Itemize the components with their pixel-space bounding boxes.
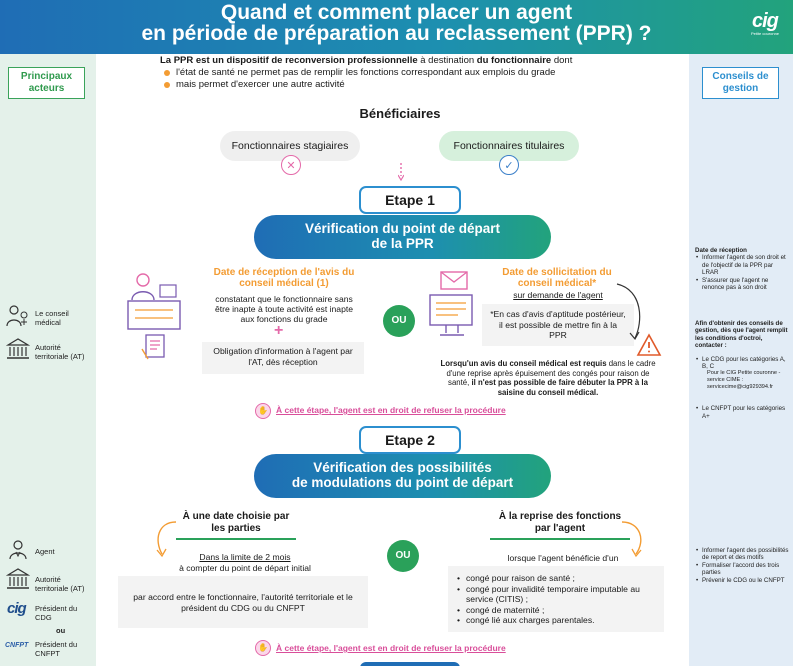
document-icon	[141, 334, 165, 360]
etape1-label: Etape 1	[359, 186, 461, 214]
actor-autorite-territoriale-2: Autorité territoriale (AT)	[35, 575, 85, 593]
cig-logo: cig	[752, 10, 779, 32]
actor-agent: Agent	[35, 547, 55, 556]
doctor-icon	[6, 305, 28, 327]
cig-logo-small: cig	[7, 600, 27, 617]
etape1-warning: Lorsqu'un avis du conseil médical est re…	[440, 359, 656, 397]
list-item: •congé pour invalidité temporaire imputa…	[457, 583, 640, 605]
refuse-icon: ✋	[255, 640, 271, 656]
actor-president-cnfpt: Président du CNFPT	[35, 640, 78, 658]
etape2-left-title: À une date choisie par les parties	[176, 511, 296, 540]
beneficiary-excluded: Fonctionnaires stagiaires	[220, 131, 360, 161]
intro-text: La PPR est un dispositif de reconversion…	[130, 55, 670, 91]
actor-president-cdg: Président du CDG	[35, 604, 78, 622]
list-item: •congé lié aux charges parentales.	[457, 615, 595, 625]
list-item: •congé de maternité ;	[457, 604, 545, 615]
advice-label: Conseils de gestion	[702, 67, 779, 99]
etape1-right-title: Date de sollicitation du conseil médical…	[502, 267, 612, 289]
etape2-refuse-link[interactable]: À cette étape, l'agent est en droit de r…	[276, 643, 506, 653]
etape1-left-title: Date de réception de l'avis du conseil m…	[213, 267, 355, 289]
etape1-ou-badge: OU	[383, 305, 415, 337]
header-banner: Quand et comment placer un agent en péri…	[0, 0, 793, 54]
dotted-arrow	[398, 163, 404, 181]
etape2-left-limit: Dans la limite de 2 mois	[199, 552, 291, 562]
refuse-icon: ✋	[255, 403, 271, 419]
cnfpt-logo: CNFPT	[5, 642, 29, 649]
etape2-right-box: •congé pour raison de santé ; •congé pou…	[448, 566, 664, 632]
etape1-obligation: Obligation d'information à l'agent par l…	[202, 342, 364, 374]
actor-conseil-medical: Le conseil médical	[35, 309, 69, 327]
advice-date-reception: Date de réception Informer l'agent de so…	[695, 247, 789, 291]
agent-icon	[9, 540, 27, 560]
list-item: •congé pour raison de santé ;	[457, 573, 575, 583]
advice-cig-service: Pour le CIG Petite couronne - service CI…	[707, 370, 781, 391]
etape2-right-sub: lorsque l'agent bénéficie d'un	[507, 553, 619, 563]
town-hall-icon	[6, 338, 30, 359]
advice-contact: Afin d'obtenir des conseils de gestion, …	[695, 320, 789, 420]
warning-icon	[636, 333, 662, 356]
etape2-title: Vérification des possibilités de modulat…	[254, 454, 551, 498]
page-title-line1: Quand et comment placer un agent	[220, 1, 573, 24]
etape1-title: Vérification du point de départ de la PP…	[254, 215, 551, 259]
actors-column	[0, 54, 96, 666]
actor-ou: ou	[56, 626, 66, 635]
reception-desk-icon	[127, 273, 181, 330]
left-arc-arrow	[156, 521, 177, 558]
right-arc-arrow	[621, 521, 642, 558]
curved-arrow-icon	[616, 283, 641, 341]
etape2-ou-badge: OU	[387, 540, 419, 572]
actor-autorite-territoriale-1: Autorité territoriale (AT)	[35, 343, 85, 361]
beneficiaires-title: Bénéficiaires	[359, 106, 441, 121]
advice-step2: Informer l'agent des possibilités de rep…	[695, 547, 789, 584]
page-title-line2: en période de préparation au reclassemen…	[141, 22, 652, 45]
etape2-right-title: À la reprise des fonctions par l'agent	[490, 511, 630, 540]
actors-label: Principaux acteurs	[8, 67, 85, 99]
cross-icon: ✕	[281, 155, 301, 175]
etape1-refuse-link[interactable]: À cette étape, l'agent est en droit de r…	[276, 405, 506, 415]
etape1-right-sub: sur demande de l'agent	[513, 290, 603, 300]
etape2-left-limit2: à compter du point de départ initial	[179, 563, 311, 573]
mail-computer-icon	[429, 271, 473, 336]
check-icon: ✓	[499, 155, 519, 175]
etape2-label: Etape 2	[359, 426, 461, 454]
next-step-peek	[360, 662, 460, 666]
intro-bullet: mais permet d'exercer une autre activité	[130, 79, 670, 91]
beneficiary-included: Fonctionnaires titulaires	[439, 131, 579, 161]
intro-bullet: l'état de santé ne permet pas de remplir…	[130, 67, 670, 79]
etape1-left-text: constatant que le fonctionnaire sans êtr…	[214, 294, 354, 324]
etape2-left-box: par accord entre le fonctionnaire, l'aut…	[118, 576, 368, 628]
cig-logo-sub: Petite couronne	[751, 31, 780, 36]
plus-sign: +	[274, 322, 284, 339]
town-hall-icon	[6, 568, 30, 589]
etape1-right-note: *En cas d'avis d'aptitude postérieur, il…	[482, 304, 634, 346]
